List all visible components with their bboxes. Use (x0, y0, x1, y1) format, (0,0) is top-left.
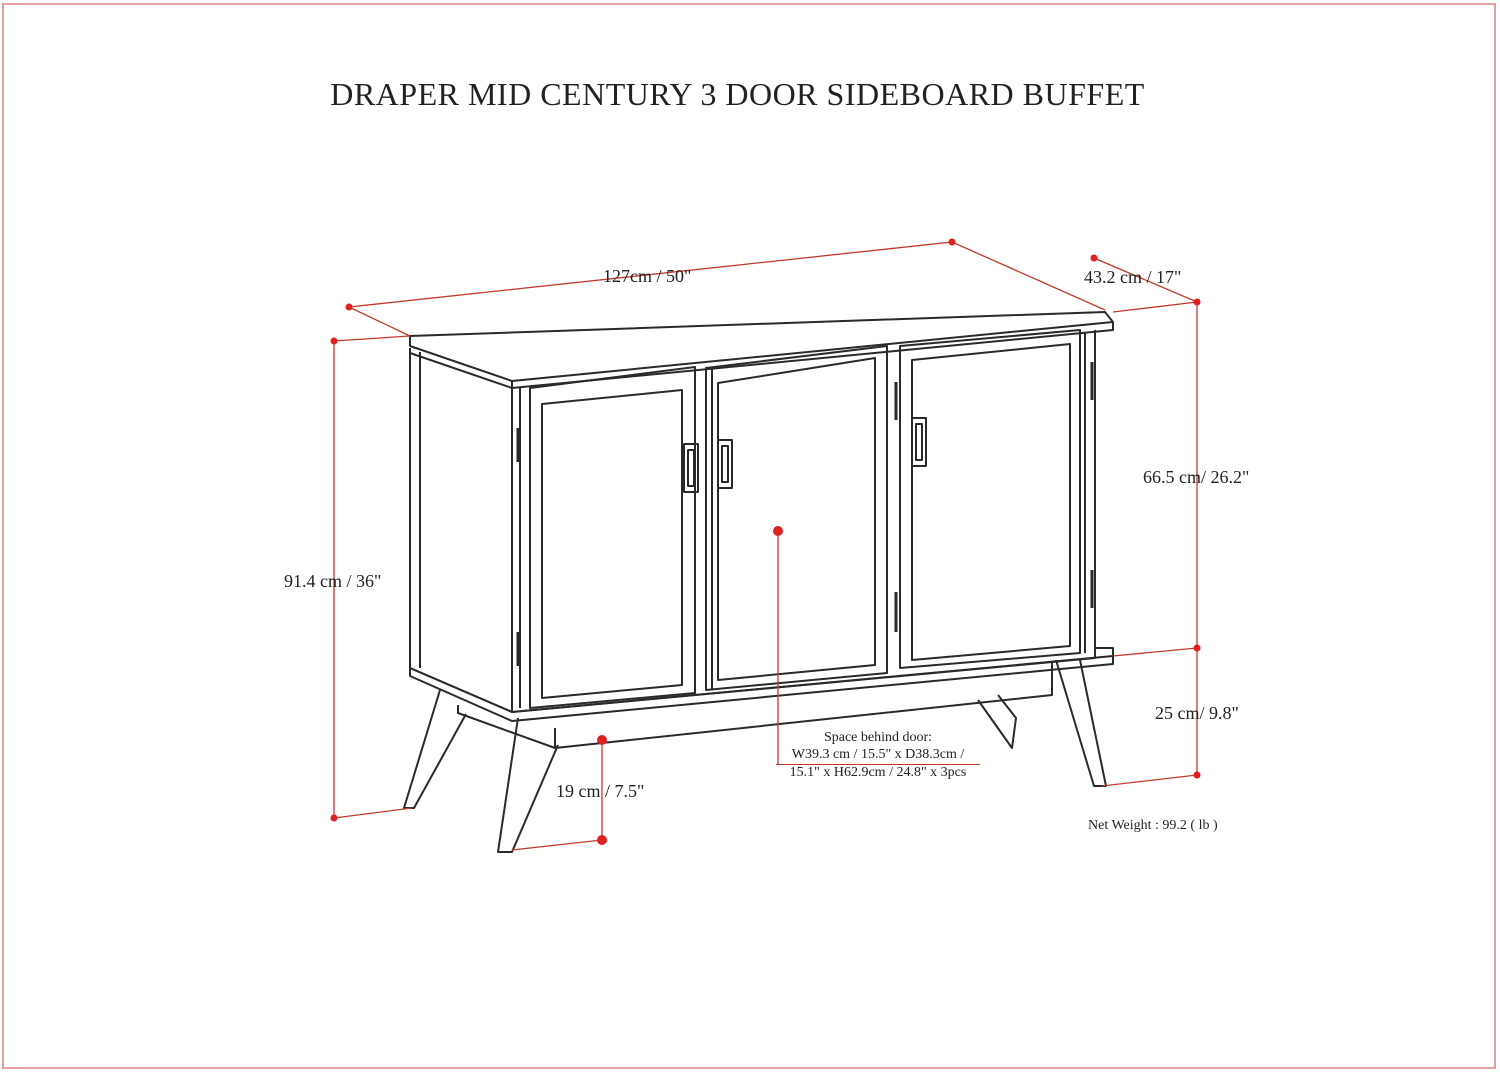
leg-front-left (497, 717, 559, 853)
hinge (516, 362, 1094, 666)
front-frame (511, 330, 1096, 713)
clearance-label: 19 cm / 7.5" (556, 781, 645, 801)
leg-back-left (403, 689, 467, 809)
space-heading: Space behind door: (823, 730, 933, 745)
page-title: DRAPER MID CENTURY 3 DOOR SIDEBOARD BUFF… (330, 76, 1145, 112)
image-frame (2, 3, 1496, 1069)
space-line-1: W39.3 cm / 15.5" x D38.3cm / (776, 747, 980, 765)
depth-label: 43.2 cm / 17" (1084, 267, 1182, 287)
space-line-2: 15.1" x H62.9cm / 24.8" x 3pcs (789, 764, 967, 780)
space-behind-door-note: Space behind door: W39.3 cm / 15.5" x D3… (776, 730, 980, 781)
width-label: 127cm / 50" (603, 266, 692, 286)
door-center (705, 345, 888, 691)
dimension-lines (333, 241, 1198, 851)
leg-front-right (1055, 659, 1107, 787)
leg-back-right (977, 694, 1017, 749)
sideboard-drawing (403, 311, 1114, 853)
top-slab (409, 311, 1114, 382)
net-weight-label: Net Weight : 99.2 ( lb ) (1088, 818, 1218, 833)
door-left (529, 366, 699, 709)
leg-height-label: 25 cm/ 9.8" (1155, 703, 1239, 723)
base-slab (409, 647, 1114, 713)
dimension-dots (330, 238, 1201, 845)
side-panel (409, 348, 513, 713)
door-right (899, 329, 1081, 669)
body-height-label: 66.5 cm/ 26.2" (1143, 467, 1250, 487)
total-height-label: 91.4 cm / 36" (284, 571, 382, 591)
